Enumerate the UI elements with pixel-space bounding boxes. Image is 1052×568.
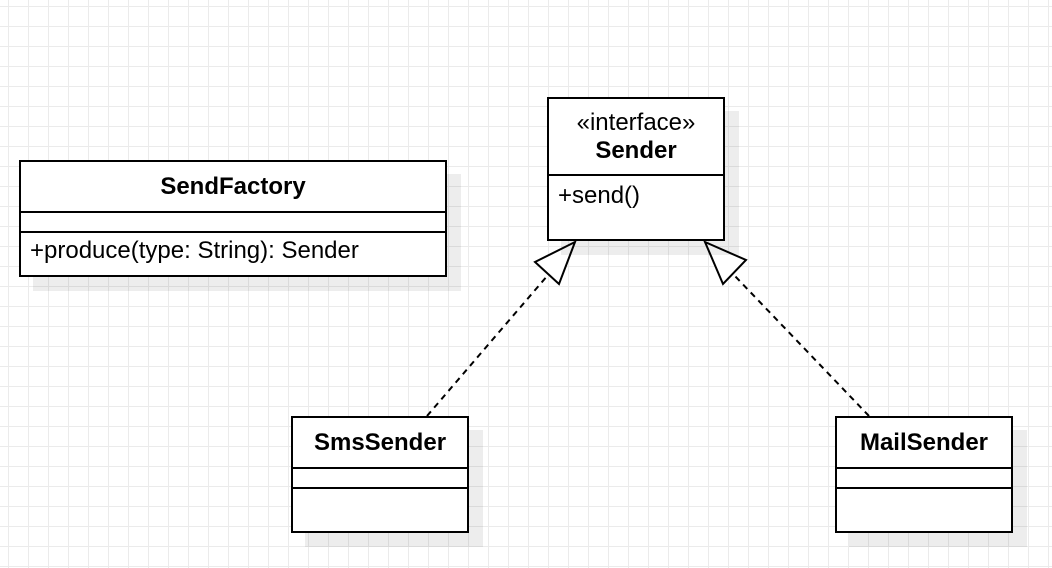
class-smssender-name: SmsSender: [313, 428, 447, 456]
interface-sender-operations: +send(): [549, 176, 723, 214]
interface-sender-name: Sender: [595, 136, 677, 164]
class-mailsender-header: MailSender: [837, 418, 1011, 469]
operation-send: +send(): [558, 182, 641, 209]
class-mailsender-attributes: [837, 469, 1011, 489]
interface-sender-header: «interface» Sender: [549, 99, 723, 176]
class-smssender-header: SmsSender: [293, 418, 467, 469]
class-smssender-operations: [293, 489, 467, 497]
class-mailsender[interactable]: MailSender: [835, 416, 1013, 533]
class-smssender[interactable]: SmsSender: [291, 416, 469, 533]
realization-smssender-to-sender[interactable]: [426, 239, 577, 417]
realization-line-mailsender: [732, 273, 870, 417]
class-smssender-attributes: [293, 469, 467, 489]
class-sendfactory-name: SendFactory: [160, 172, 306, 200]
operation-produce: +produce(type: String): Sender: [30, 237, 359, 264]
realization-line-smssender: [426, 274, 549, 417]
realization-mailsender-to-sender[interactable]: [703, 240, 870, 417]
class-sendfactory-operations: +produce(type: String): Sender: [21, 233, 445, 269]
interface-stereotype: «interface»: [576, 108, 696, 136]
class-sendfactory-header: SendFactory: [21, 162, 445, 213]
class-sendfactory-attributes: [21, 213, 445, 233]
interface-sender[interactable]: «interface» Sender +send(): [547, 97, 725, 241]
realization-arrowhead-smssender: [533, 239, 577, 286]
realization-arrowhead-mailsender: [703, 240, 748, 286]
class-mailsender-operations: [837, 489, 1011, 497]
class-sendfactory[interactable]: SendFactory +produce(type: String): Send…: [19, 160, 447, 277]
class-mailsender-name: MailSender: [859, 428, 989, 456]
